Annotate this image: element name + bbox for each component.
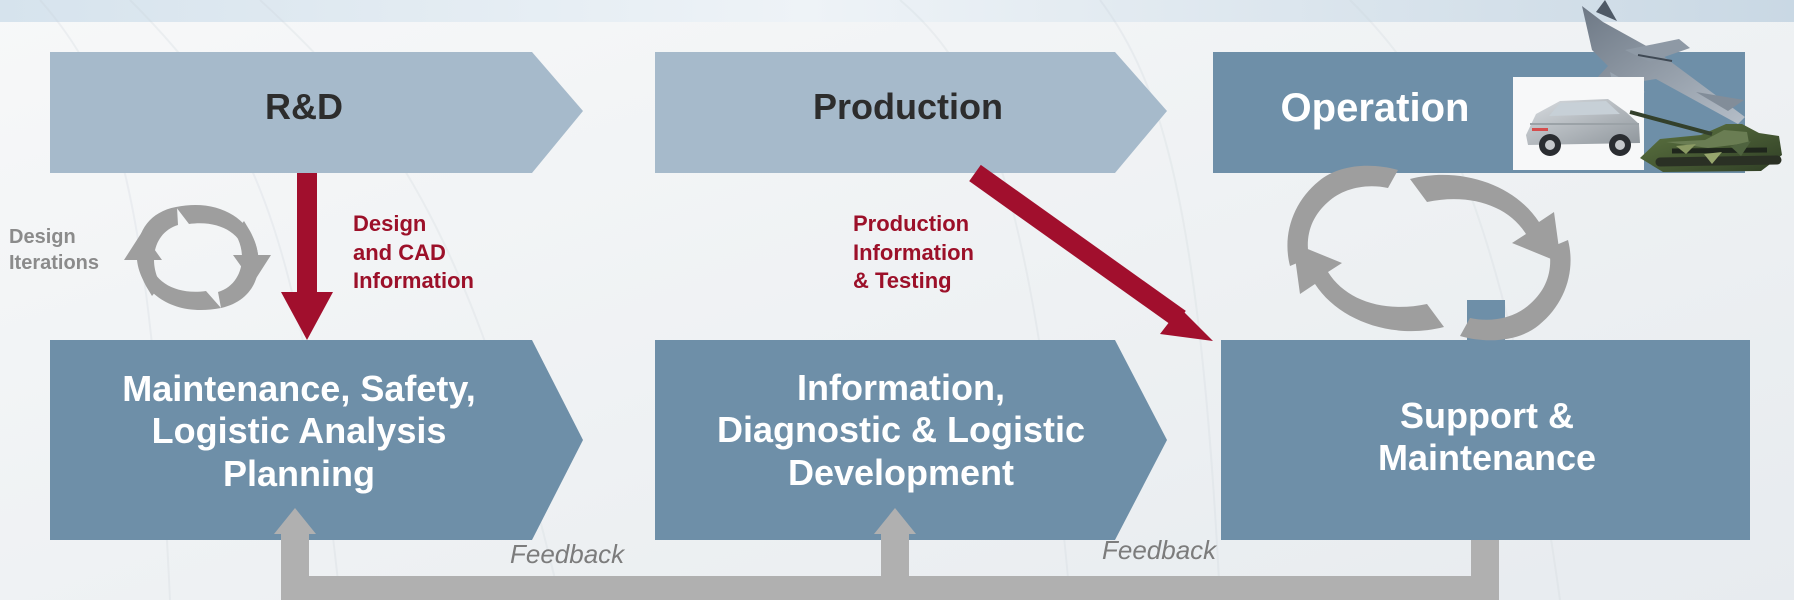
support-box-shape [1221, 340, 1750, 540]
design-cad-arrow [281, 173, 333, 340]
information-label: Information, Diagnostic & Logistic Devel… [716, 367, 1086, 493]
design-cad-label: Design and CAD Information [353, 211, 474, 294]
production-label: Production [813, 86, 1003, 127]
feedback-arrowhead-right [874, 508, 916, 534]
suv-image [1513, 77, 1644, 170]
support-label: Support & Maintenance [1377, 395, 1597, 479]
information-arrow-shape [655, 340, 1167, 540]
production-info-label: Production Information & Testing [853, 211, 974, 294]
maintenance-label: Maintenance, Safety, Logistic Analysis P… [122, 368, 476, 494]
rnd-arrow-shape [50, 52, 583, 173]
feedback-label-right: Feedback [1102, 535, 1217, 565]
rnd-label: R&D [265, 86, 343, 127]
tank-image [1629, 110, 1782, 172]
production-info-arrow [969, 164, 1213, 341]
feedback-arrowhead-left [274, 508, 316, 534]
design-loop-icon [124, 204, 271, 311]
operation-label: Operation [1280, 86, 1470, 130]
feedback-label-left: Feedback [510, 539, 625, 569]
feedback-connector [281, 530, 1499, 600]
production-arrow-shape [655, 52, 1167, 173]
maintenance-arrow-shape [50, 340, 583, 540]
support-loop-icon [1287, 165, 1571, 341]
design-iterations-label: Design Iterations [9, 226, 100, 274]
